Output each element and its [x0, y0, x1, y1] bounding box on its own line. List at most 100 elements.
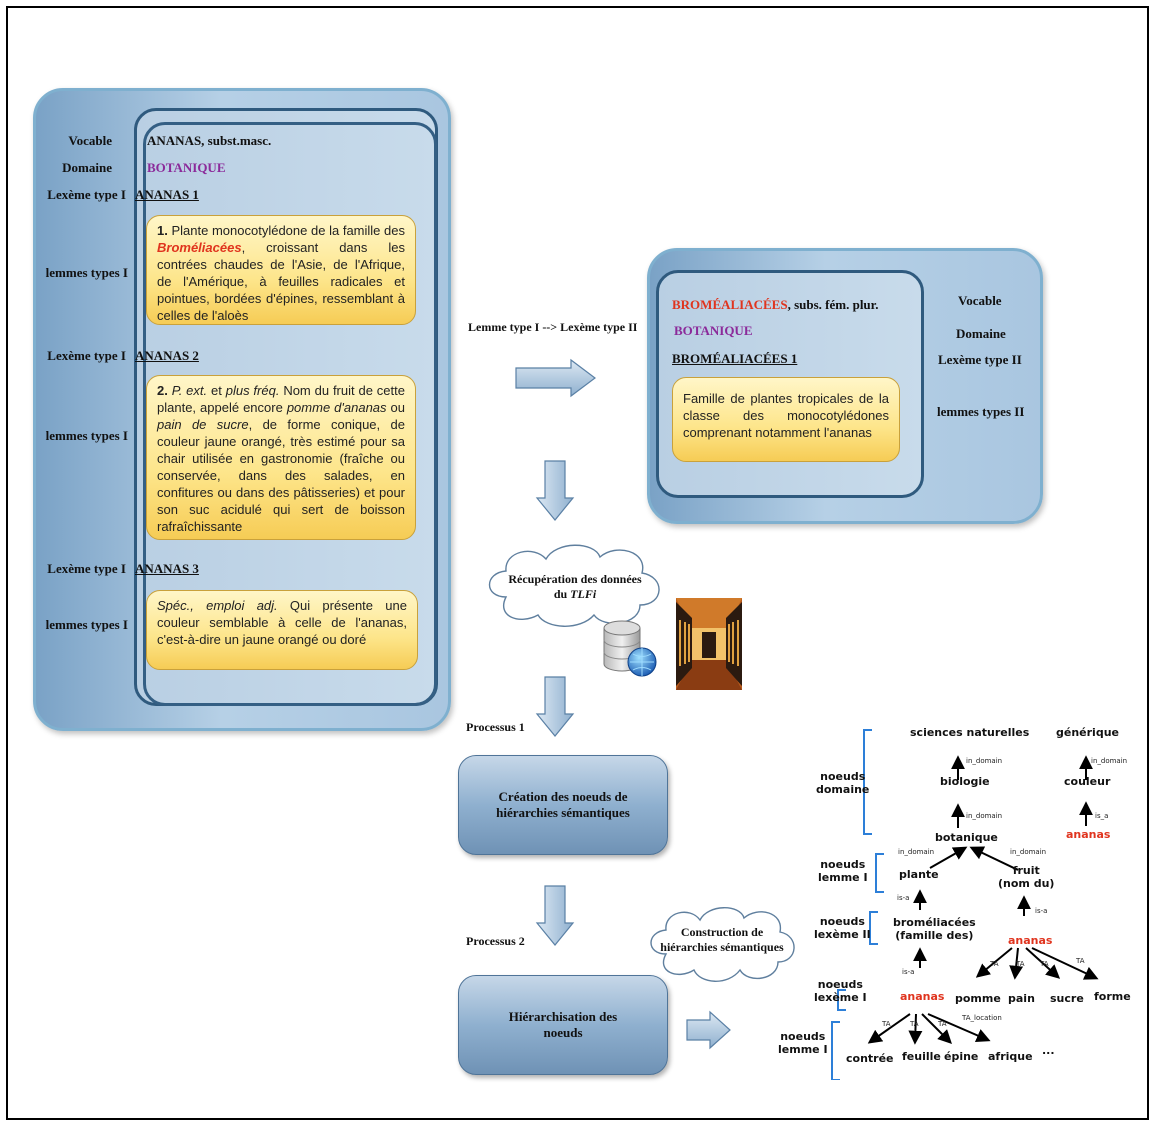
cloud-recup-text: Récupération des données du TLFi: [500, 572, 650, 602]
definition-1: 1. Plante monocotylédone de la famille d…: [146, 215, 416, 325]
edge-in-domain-fruit: in_domain: [1010, 848, 1047, 856]
def2-pomme: pomme d'ananas: [286, 400, 387, 415]
edge-ta-sucre: TA: [1040, 960, 1049, 968]
figure-frame: [6, 6, 1149, 1120]
node-afrique: afrique: [988, 1050, 1033, 1063]
group-noeuds-domaine: noeuds domaine: [816, 770, 869, 796]
node-bromeliacees-l2: (famille des): [895, 929, 974, 942]
down-arrow-icon-3: [535, 885, 575, 946]
edge-is-a-couleur: is_a: [1095, 812, 1109, 820]
edge-ta-forme: TA: [1076, 957, 1085, 965]
vocable-value: ANANAS, subst.masc.: [147, 133, 272, 148]
right-arrow-icon-2: [686, 1010, 731, 1050]
label-lexeme-3: Lexème type I: [47, 561, 126, 576]
processus-2-label: Processus 2: [466, 934, 525, 948]
label-lemmes-3: lemmes types I: [45, 617, 128, 632]
right-label-vocable: Vocable: [958, 293, 1002, 308]
node-ananas-low: ananas: [900, 990, 945, 1003]
def3-text: Qui présente une couleur semblable à cel…: [157, 598, 407, 647]
right-label-domaine: Domaine: [956, 326, 1006, 341]
right-domaine-value: BOTANIQUE: [674, 323, 753, 338]
group-lemmeb-l2: lemme I: [778, 1043, 828, 1056]
node-epine: épine: [944, 1050, 979, 1063]
cloud-recup-shape: [489, 544, 660, 627]
group-noeuds-lexeme-i: noeuds lexème I: [814, 978, 867, 1004]
label-lexeme-1: Lexème type I: [47, 187, 126, 202]
def1-text-b: , croissant dans les contrées chaudes de…: [157, 240, 405, 323]
right-vocable-value: BROMÉALIACÉES, subs. fém. plur.: [672, 297, 878, 313]
node-fruit: fruit (nom du): [998, 864, 1054, 890]
label-lemmes-2: lemmes types I: [45, 428, 128, 443]
right-vocable-name: BROMÉALIACÉES: [672, 297, 788, 312]
edge-in-domain-2: in_domain: [966, 812, 1003, 820]
node-contree: contrée: [846, 1052, 894, 1065]
def2-plusfreq: plus fréq.: [225, 383, 280, 398]
edge-ta-feuille: TA: [910, 1020, 919, 1028]
node-ellipsis: ...: [1042, 1044, 1055, 1057]
group-lexi-l1: noeuds: [817, 978, 863, 991]
domaine-value: BOTANIQUE: [147, 160, 226, 175]
group-noeuds-lemme-i-bottom: noeuds lemme I: [778, 1030, 828, 1056]
cloud-recup-line1: Récupération des données: [508, 572, 642, 586]
group-lexii-l1: noeuds: [819, 915, 865, 928]
left-inner-panel-back: [143, 122, 437, 706]
group-noeuds-lexeme-ii: noeuds lexème II: [814, 915, 871, 941]
right-label-lexeme: Lexème type II: [938, 352, 1022, 367]
node-sciences-naturelles: sciences naturelles: [910, 726, 1030, 739]
edge-ta-location: TA_location: [962, 1014, 1002, 1022]
group-domaine-l1: noeuds: [820, 770, 866, 783]
right-lexeme-value: BROMÉALIACÉES 1: [672, 351, 798, 366]
server-room-image: [676, 598, 742, 690]
label-vocable: Vocable: [68, 133, 112, 148]
down-arrow-icon-2: [535, 676, 575, 737]
cloud-construction-text: Construction de hiérarchies sémantiques: [660, 925, 784, 954]
group-lemme-l1: noeuds: [820, 858, 866, 871]
step2-text: Hiérarchisation des noeuds: [508, 1009, 618, 1040]
step1-creation-box: Création des noeuds de hiérarchies séman…: [458, 755, 668, 855]
def2-pext: P. ext.: [167, 383, 208, 398]
definition-3: Spéc., emploi adj. Qui présente une coul…: [146, 590, 418, 670]
cloud-recup-line2a: du: [553, 587, 571, 601]
edge-is-a-plante: is-a: [897, 894, 910, 902]
lexeme-ananas-2: ANANAS 2: [135, 348, 199, 363]
tree-edges: [831, 729, 1099, 1080]
database-icon: [603, 620, 657, 677]
def2-et: et: [207, 383, 226, 398]
def2-text-a: Nom du fruit de cette plante, appelé enc…: [157, 383, 405, 415]
cloud-recup-line2b: TLFi: [570, 587, 597, 601]
node-ananas-top: ananas: [1066, 828, 1111, 841]
processus-1-label: Processus 1: [466, 720, 525, 734]
arrow-label: Lemme type I --> Lexème type II: [468, 320, 638, 334]
edge-ta-pain: TA: [1016, 960, 1025, 968]
edge-in-domain-plante: in_domain: [898, 848, 935, 856]
node-botanique: botanique: [935, 831, 998, 844]
step2-hierarchisation-box: Hiérarchisation des noeuds: [458, 975, 668, 1075]
definition-2: 2. P. ext. et plus fréq. Nom du fruit de…: [146, 375, 416, 540]
right-definition: Famille de plantes tropicales de la clas…: [672, 377, 900, 462]
node-feuille: feuille: [902, 1050, 941, 1063]
def2-num: 2.: [157, 383, 168, 398]
node-couleur: couleur: [1064, 775, 1111, 788]
group-domaine-l2: domaine: [816, 783, 870, 796]
node-pain: pain: [1008, 992, 1035, 1005]
node-bromeliacees-l1: broméliacées: [893, 916, 976, 929]
def1-highlight: Broméliacées: [157, 240, 242, 255]
def1-num: 1.: [157, 223, 168, 238]
node-fruit-l1: fruit: [1012, 864, 1040, 877]
def3-italic: Spéc., emploi adj.: [157, 598, 278, 613]
edge-is-a-bromel: is-a: [902, 968, 915, 976]
node-plante: plante: [899, 868, 939, 881]
edge-is-a-fruit: is-a: [1035, 907, 1048, 915]
node-forme: forme: [1094, 990, 1131, 1003]
label-domaine: Domaine: [62, 160, 112, 175]
right-arrow-icon: [515, 358, 596, 398]
def2-pain: pain de sucre: [157, 417, 249, 432]
right-vocable-suffix: , subs. fém. plur.: [787, 297, 879, 312]
group-lexi-l2: lexème I: [814, 991, 867, 1004]
node-bromeliacees: broméliacées (famille des): [893, 916, 976, 942]
group-lemme-l2: lemme I: [818, 871, 868, 884]
edge-ta-epine: TA: [938, 1020, 947, 1028]
edge-in-domain-3: in_domain: [1091, 757, 1128, 765]
def2-text-b: , de forme conique, de couleur jaune ora…: [157, 417, 405, 534]
edge-ta-pomme: TA: [990, 960, 999, 968]
